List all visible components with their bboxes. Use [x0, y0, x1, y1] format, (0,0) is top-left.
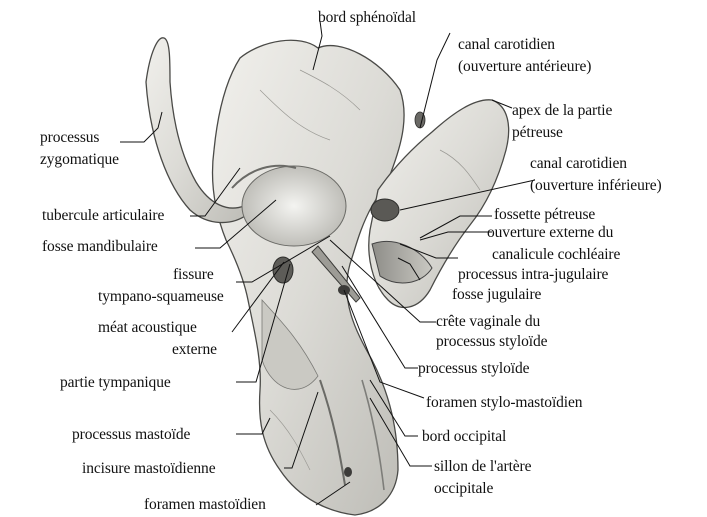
label-bord-occipital: bord occipital: [422, 428, 506, 446]
label-bord-sphenoidal: bord sphénoïdal: [318, 9, 416, 27]
label-canal-carotidien-anterieure-line2: (ouverture antérieure): [458, 58, 591, 76]
label-processus-mastoide: processus mastoïde: [72, 426, 190, 444]
label-fissure-line1: fissure: [173, 266, 214, 284]
label-canalicule-cochleaire: canalicule cochléaire: [492, 246, 620, 264]
label-partie-tympanique: partie tympanique: [60, 374, 171, 392]
label-processus-styloide: processus styloïde: [418, 360, 529, 378]
label-apex-line1: apex de la partie: [512, 102, 612, 120]
label-foramen-stylo-mastoidien: foramen stylo-mastoïdien: [426, 394, 582, 412]
label-canal-carotidien-anterieure-line1: canal carotidien: [458, 36, 555, 54]
label-sillon-artere-line2: occipitale: [434, 480, 493, 498]
label-apex-line2: pétreuse: [512, 124, 563, 142]
label-processus-zygomatique-line1: processus: [40, 129, 99, 147]
label-processus-zygomatique-line2: zygomatique: [40, 151, 119, 169]
label-fossette-petreuse: fossette pétreuse: [494, 206, 595, 224]
label-tubercule-articulaire: tubercule articulaire: [42, 207, 164, 225]
label-crete-vaginale-line1: crête vaginale du: [436, 313, 540, 331]
label-fosse-mandibulaire: fosse mandibulaire: [42, 238, 158, 256]
label-meat-acoustique-line1: méat acoustique: [98, 319, 197, 337]
label-fissure-line2: tympano-squameuse: [98, 288, 224, 306]
label-canal-carotidien-inferieure-line2: (ouverture inférieure): [530, 177, 662, 195]
mastoid-foramen: [344, 467, 352, 477]
label-sillon-artere-line1: sillon de l'artère: [434, 458, 531, 476]
external-acoustic-meatus: [273, 257, 293, 283]
mandibular-fossa: [242, 166, 346, 246]
label-meat-acoustique-line2: externe: [172, 341, 217, 359]
label-canal-carotidien-inferieure-line1: canal carotidien: [530, 155, 627, 173]
label-incisure-mastoidienne: incisure mastoïdienne: [82, 460, 216, 478]
label-crete-vaginale-line2: processus styloïde: [436, 333, 547, 351]
label-fosse-jugulaire: fosse jugulaire: [452, 286, 541, 304]
carotid-canal-inferior: [371, 199, 399, 221]
label-foramen-mastoidien: foramen mastoïdien: [144, 496, 266, 514]
label-ouverture-externe: ouverture externe du: [487, 224, 613, 242]
label-processus-intra-jugulaire: processus intra-jugulaire: [458, 266, 608, 284]
